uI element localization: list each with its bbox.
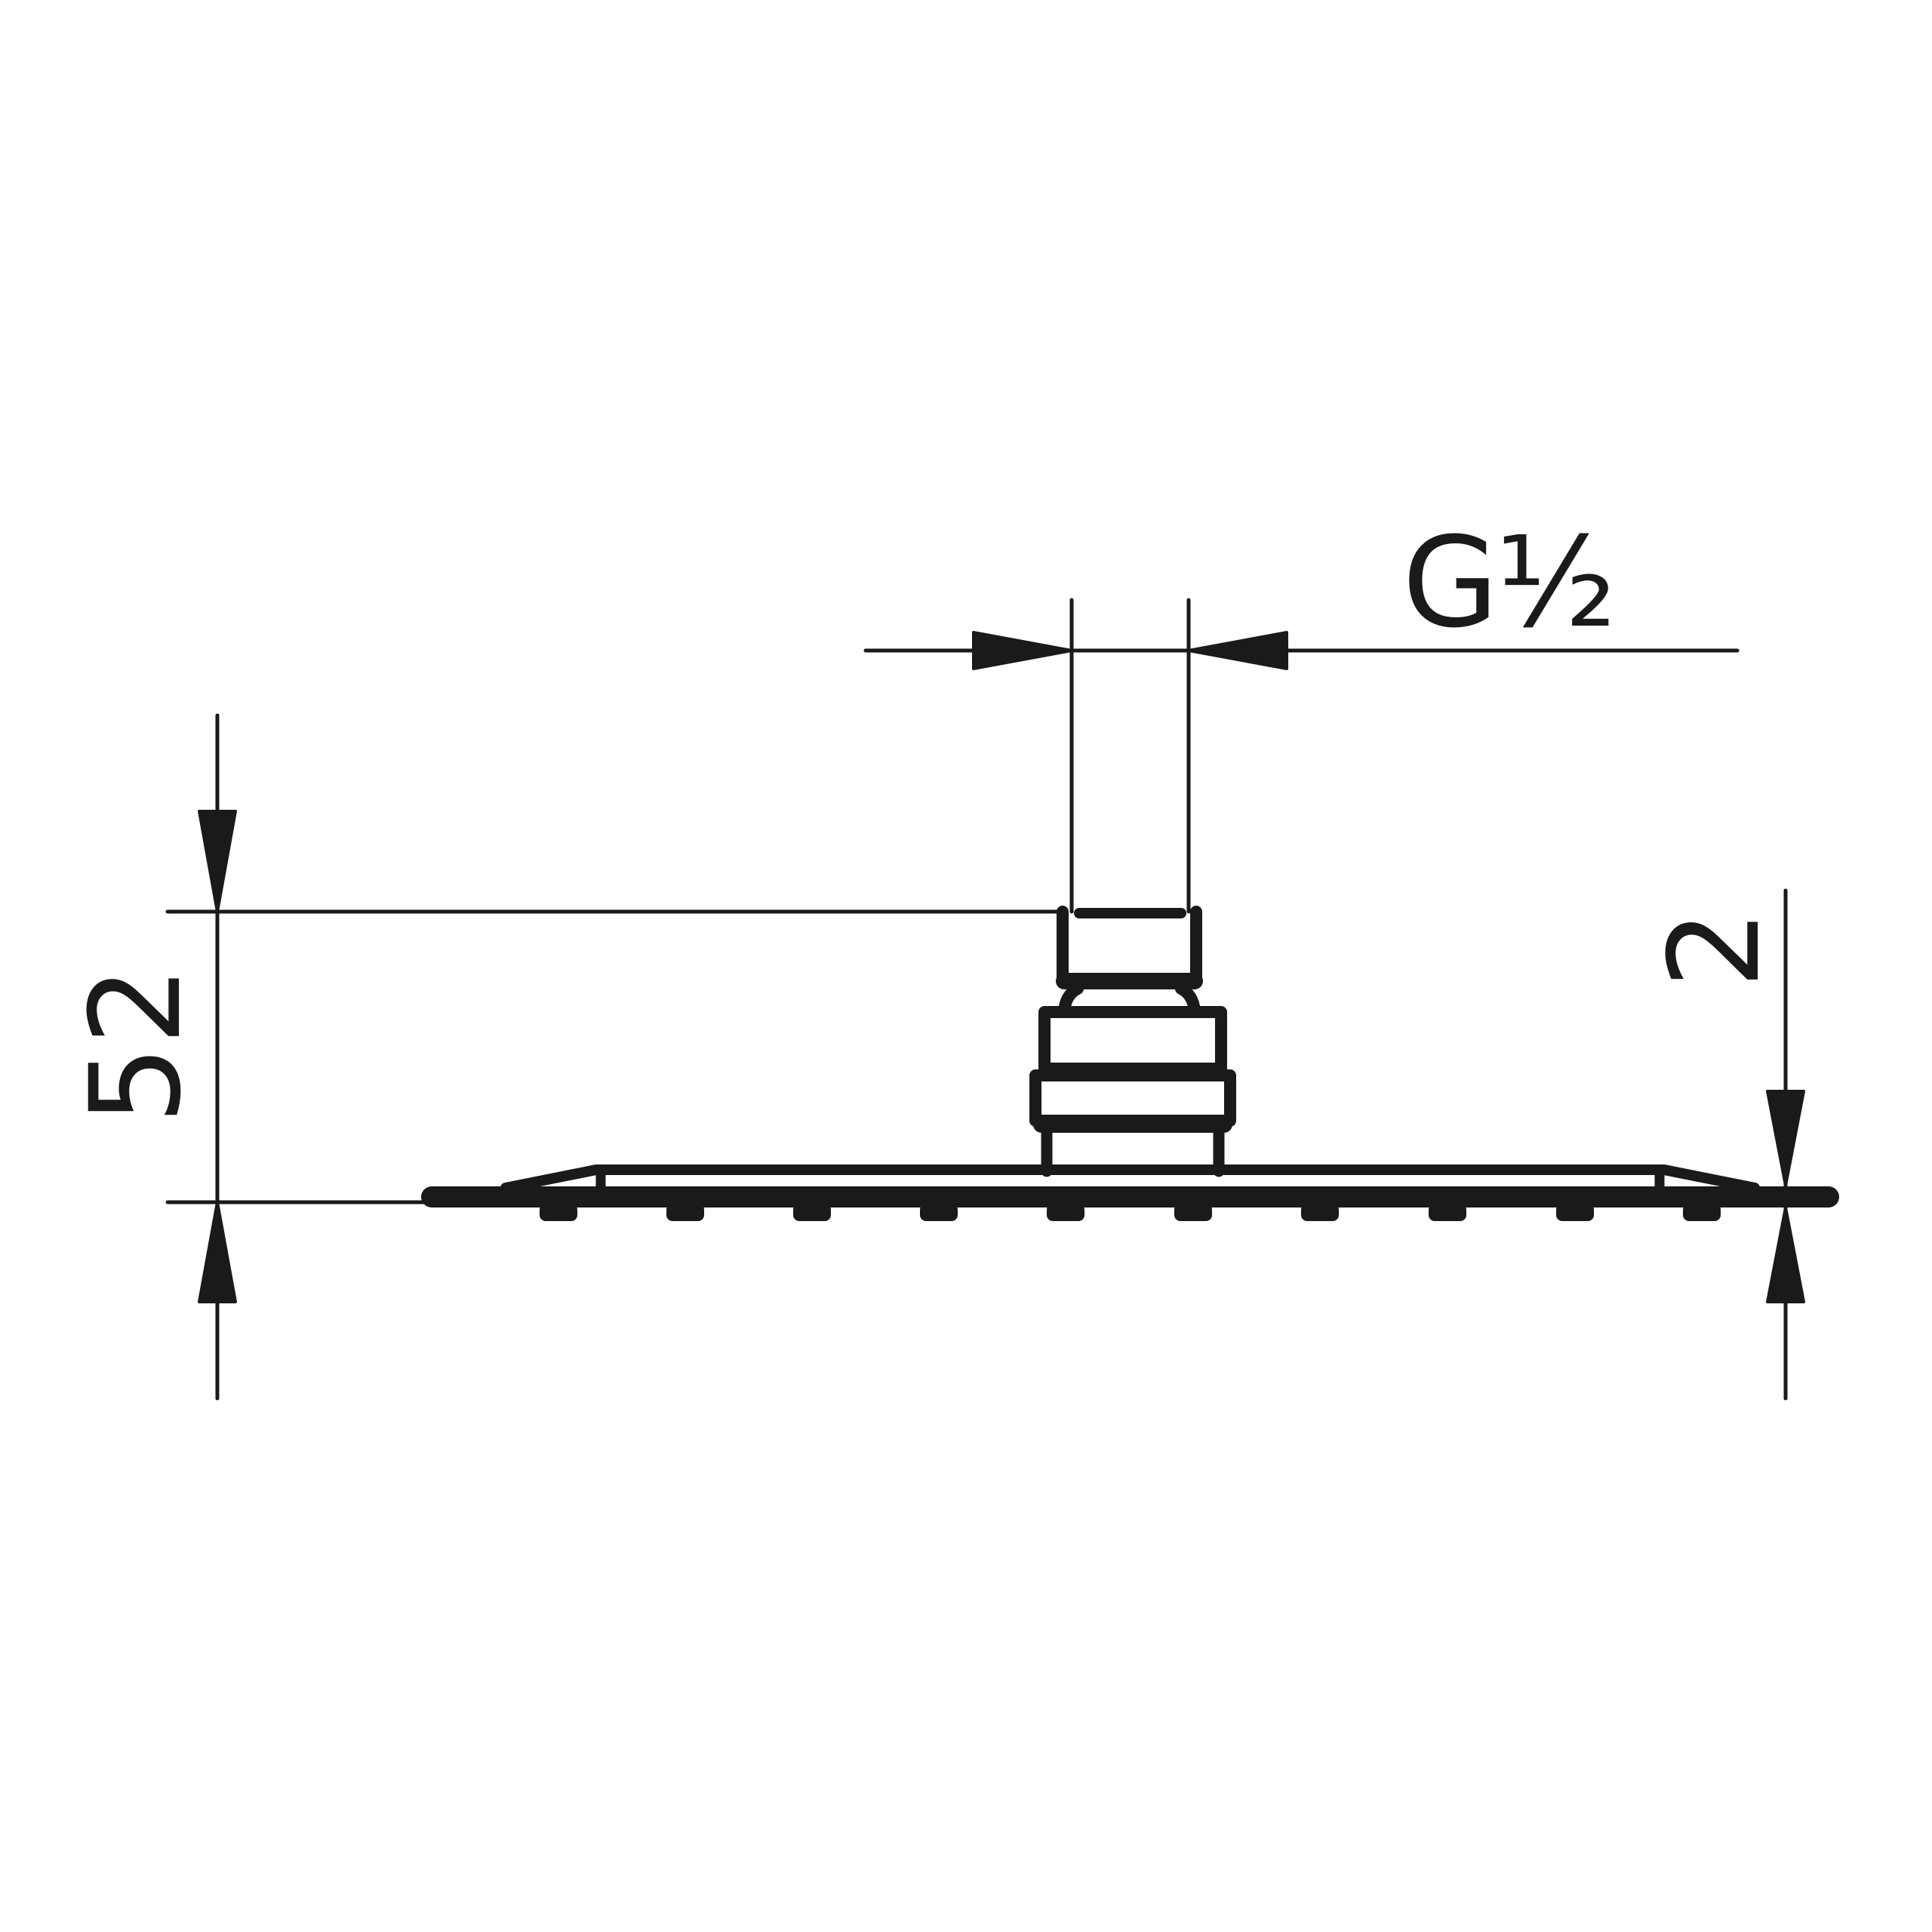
thickness-dimension: [1766, 888, 1805, 1401]
nozzle: [1174, 1204, 1212, 1221]
nozzle: [666, 1204, 704, 1221]
nozzle: [540, 1204, 577, 1221]
arrow-left-icon: [1187, 631, 1288, 670]
nozzle: [920, 1204, 958, 1221]
connector-fitting: [1029, 906, 1236, 1177]
nozzle: [1556, 1204, 1594, 1221]
arrow-up-icon: [1766, 1206, 1805, 1303]
arrow-down-icon: [198, 810, 237, 913]
nozzles: [540, 1204, 1721, 1221]
nozzle: [1683, 1204, 1721, 1221]
nozzle: [1301, 1204, 1339, 1221]
arrow-down-icon: [1766, 1090, 1805, 1187]
nozzle: [1429, 1204, 1466, 1221]
height-label: 52: [63, 966, 208, 1124]
thread-size-label: G½: [1402, 510, 1617, 655]
nozzle: [1047, 1204, 1084, 1221]
arrow-up-icon: [198, 1201, 237, 1303]
arrow-right-icon: [972, 631, 1073, 670]
nozzle: [793, 1204, 831, 1221]
shower-plate: [421, 1164, 1839, 1208]
thickness-label: 2: [1642, 909, 1787, 989]
height-dimension: [165, 713, 1066, 1401]
thread-dimension: [863, 598, 1740, 914]
